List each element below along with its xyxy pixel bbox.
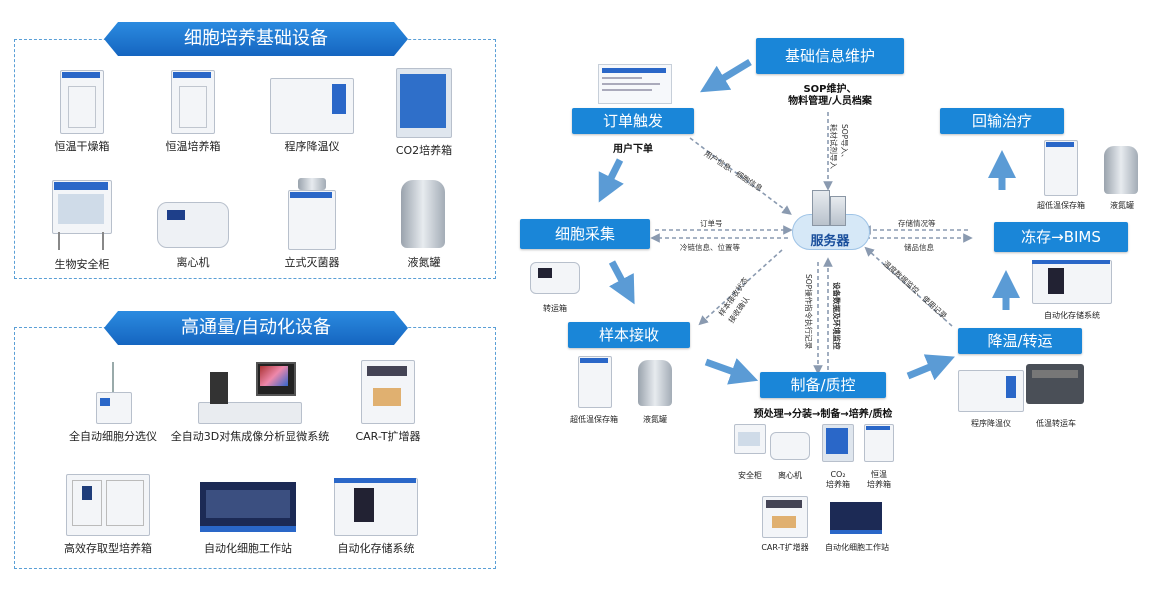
- label-store-server-top: 存储情况等: [898, 219, 936, 228]
- label-order-server: 用户信息、细胞信息: [702, 148, 765, 194]
- prepare-device-0-icon: [734, 424, 766, 464]
- basic-equipment-title: 细胞培养基础设备: [104, 22, 408, 56]
- equip-access-incubator: 高效存取型培养箱: [62, 474, 154, 556]
- cool-device-label-0: 程序降温仪: [971, 419, 1011, 428]
- reinfuse-device-label-1: 液氮罐: [1110, 201, 1134, 210]
- arrow-collect-to-receive: [608, 260, 635, 305]
- node-prepare: 制备/质控: [760, 372, 886, 398]
- label-basic-server: SOP导入、 耗材试剂导入: [829, 124, 849, 169]
- equip-3d-microscope: 全自动3D对焦成像分析显微系统: [170, 362, 330, 444]
- order-sub: 用户下单: [613, 144, 653, 155]
- label-store-server-bottom: 储品信息: [904, 243, 934, 252]
- prepare-device-label-1: 离心机: [778, 471, 802, 480]
- reinfuse-ln2-icon: [1104, 142, 1140, 196]
- arrow-receive-to-prepare: [704, 358, 759, 385]
- prepare-device-4-icon: [762, 496, 808, 538]
- label-collect-server-top: 订单号: [700, 219, 723, 228]
- cool-device-1-icon: [1026, 362, 1086, 412]
- equip-cell-sorter: 全自动细胞分选仪: [58, 362, 168, 444]
- equip-cell-workstation: 自动化细胞工作站: [190, 478, 306, 556]
- order-screen-icon: [598, 64, 672, 104]
- label-receive-server: 样本接收状态 接收确认: [716, 275, 752, 325]
- cool-device-0-icon: [958, 366, 1024, 412]
- equip-centrifuge: 离心机: [148, 192, 238, 270]
- label-prepare-server-a: SOP操作指令执行记录: [804, 274, 813, 350]
- automation-equipment-title: 高通量/自动化设备: [104, 311, 408, 345]
- equip-co2-incubator: CO2培养箱: [386, 68, 462, 158]
- label-collect-server-bottom: 冷链信息、位置等: [680, 243, 740, 252]
- prepare-device-label-3: 恒温 培养箱: [867, 470, 891, 489]
- basic-info-sub: SOP维护、 物料管理/人员档案: [788, 84, 872, 107]
- transport-box-icon: [530, 258, 580, 298]
- cool-device-label-1: 低温转运车: [1036, 419, 1076, 428]
- node-cool: 降温/转运: [958, 328, 1082, 354]
- node-basic-info: 基础信息维护: [756, 38, 904, 74]
- equip-autoclave: 立式灭菌器: [274, 178, 350, 270]
- label-prepare-server-b: 设备数据及环境监控: [832, 282, 841, 350]
- receive-device-label-1: 液氮罐: [643, 415, 667, 424]
- equip-car-t-expander: CAR-T扩增器: [346, 360, 430, 444]
- receive-device-label-0: 超低温保存箱: [570, 415, 618, 424]
- transport-box-label: 转运箱: [543, 304, 567, 313]
- server-tower-icon: [812, 190, 830, 226]
- arrow-prepare-to-cool: [906, 354, 955, 381]
- prepare-device-5-icon: [830, 500, 884, 538]
- prepare-device-label-4: CAR-T扩增器: [761, 543, 809, 552]
- receive-freezer-icon: [578, 356, 612, 408]
- prepare-device-3-icon: [864, 424, 894, 464]
- receive-ln2-icon: [638, 356, 674, 408]
- server-label: 服务器: [810, 234, 850, 249]
- equip-incubator: 恒温培养箱: [155, 70, 231, 154]
- server-node: 服务器: [790, 190, 870, 256]
- prepare-device-2-icon: [822, 424, 854, 464]
- prepare-sub: 预处理→分装→制备→培养/质检: [753, 409, 893, 420]
- equip-drying-oven: 恒温干燥箱: [44, 70, 120, 154]
- store-device-label: 自动化存储系统: [1044, 311, 1100, 320]
- store-device-icon: [1032, 258, 1112, 304]
- reinfuse-freezer-icon: [1044, 140, 1078, 196]
- prepare-device-label-0: 安全柜: [738, 471, 762, 480]
- arrow-basic-to-order: [700, 59, 752, 93]
- arrow-order-to-collect: [598, 158, 624, 203]
- reinfuse-device-label-0: 超低温保存箱: [1037, 201, 1085, 210]
- prepare-device-1-icon: [770, 428, 810, 464]
- prepare-device-label-5: 自动化细胞工作站: [825, 543, 889, 552]
- equip-auto-storage: 自动化存储系统: [328, 476, 424, 556]
- node-collect: 细胞采集: [520, 219, 650, 249]
- label-cool-server: 温度数据监控、使用记录: [881, 258, 949, 321]
- node-store: 冻存→BIMS: [994, 222, 1128, 252]
- equip-ln2-tank: 液氮罐: [386, 176, 462, 270]
- prepare-device-label-2: CO₂ 培养箱: [826, 470, 850, 489]
- equip-program-cooler: 程序降温仪: [264, 74, 360, 154]
- node-order: 订单触发: [572, 108, 694, 134]
- node-receive: 样本接收: [568, 322, 690, 348]
- node-reinfuse: 回输治疗: [940, 108, 1064, 134]
- equip-biosafety-cabinet: 生物安全柜: [44, 180, 120, 272]
